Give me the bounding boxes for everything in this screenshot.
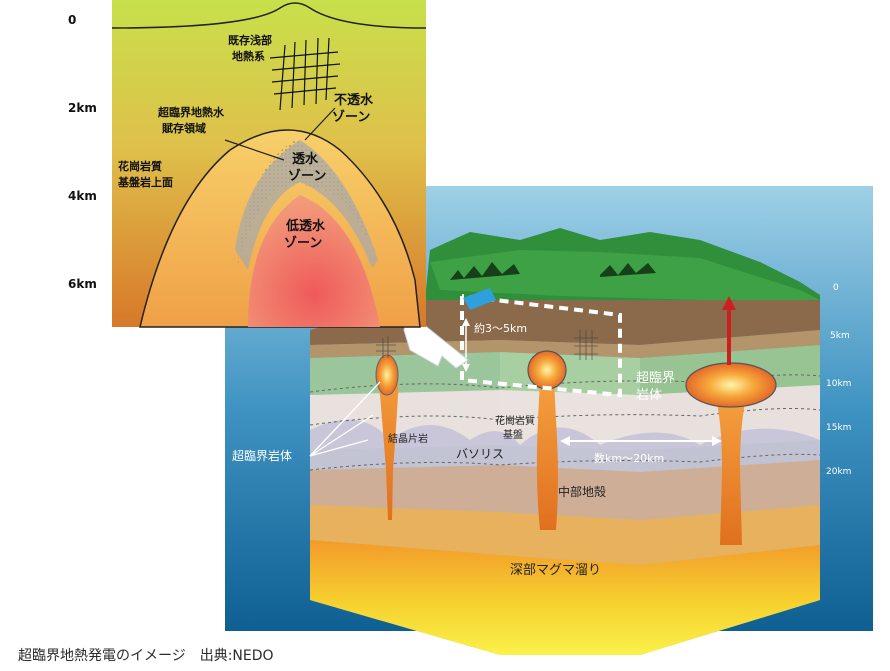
inset-tick-2km: 2km [68,101,97,115]
label-granite-top-2: 基盤岩上面 [117,175,173,189]
block-tick-10: 10km [826,379,851,389]
inset-tick-4km: 4km [68,189,97,203]
label-permeable-1: 透水 [292,151,319,167]
label-low-permeable-2: ゾーン [284,235,322,251]
label-middle-crust: 中部地殻 [558,484,606,499]
label-supercritical-zone-1: 超臨界地熱水 [157,105,225,119]
label-supercritical-left: 超臨界岩体 [232,448,292,463]
label-spacing: 数km～20km [594,452,664,465]
label-impermeable-2: ゾーン [332,109,370,125]
label-batholith: バソリス [456,447,504,461]
label-granite-1: 花崗岩質 [495,414,535,427]
label-existing-shallow-1: 既存浅部 [228,33,272,47]
plume-center [537,380,558,530]
label-supercritical-right-2: 岩体 [636,388,662,403]
supercritical-body-left [376,355,398,395]
block-tick-15: 15km [826,423,851,433]
label-permeable-2: ゾーン [288,168,326,184]
supercritical-body-right [686,363,776,407]
inset-tick-6km: 6km [68,277,97,291]
label-about-depth: 約3～5km [474,321,527,335]
label-deep-magma: 深部マグマ溜り [510,563,601,578]
label-crystalline-schist: 結晶片岩 [388,432,428,445]
label-impermeable-1: 不透水 [334,92,374,108]
block-tick-5: 5km [830,331,850,341]
inset-cross-section: 0 2km 4km 6km 既存浅部 地熱系 超臨界地熱水 賦存領域 花崗岩質 … [68,0,426,327]
label-granite-2: 基盤 [503,428,523,441]
supercritical-body-center [528,351,566,389]
label-granite-top-1: 花崗岩質 [118,159,162,173]
label-low-permeable-1: 低透水 [285,218,326,234]
inset-tick-0: 0 [68,13,76,27]
block-tick-0: 0 [833,283,839,293]
figure-caption: 超臨界地熱発電のイメージ 出典:NEDO [18,645,274,665]
block-tick-20: 20km [826,467,851,477]
label-supercritical-right-1: 超臨界 [636,371,675,386]
inset-depth-scale: 0 2km 4km 6km [68,13,97,291]
label-existing-shallow-2: 地熱系 [232,49,265,63]
label-supercritical-zone-2: 賦存領域 [161,121,206,135]
